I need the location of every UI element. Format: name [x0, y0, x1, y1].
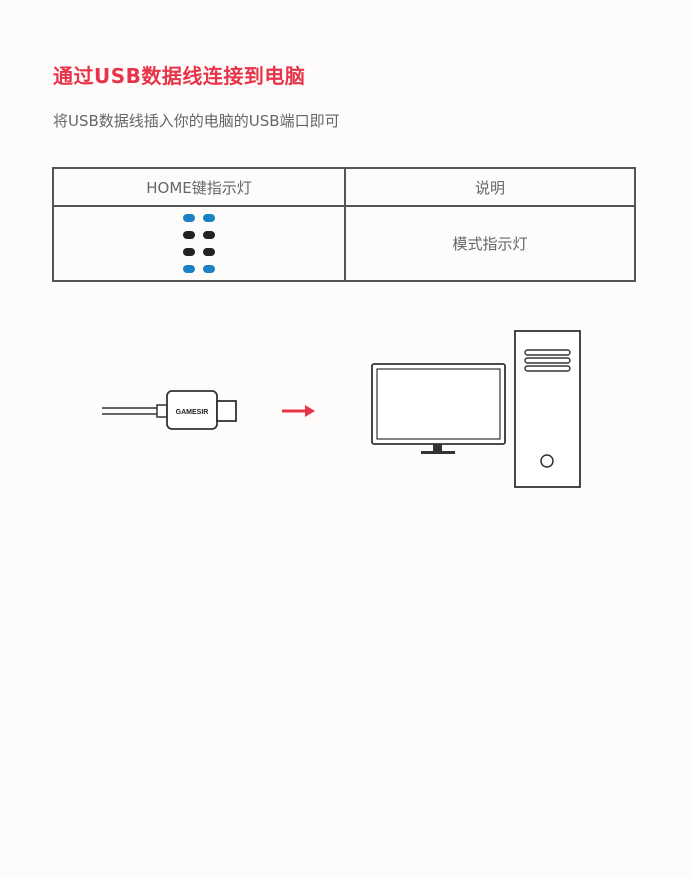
cable-brand-logo: GAMESIR [176, 409, 209, 416]
instruction-text: 将USB数据线插入你的电脑的USB端口即可 [53, 112, 340, 130]
pc-tower-icon [514, 330, 581, 488]
page-title: 通过USB数据线连接到电脑 [53, 64, 306, 88]
description-cell: 模式指示灯 [344, 205, 636, 282]
monitor-icon [371, 363, 506, 454]
table-row: 模式指示灯 [52, 205, 636, 282]
led-dot-black [203, 248, 215, 256]
indicator-table: HOME键指示灯 说明 模式指示灯 [52, 167, 636, 282]
led-dot-black [183, 248, 195, 256]
led-cell [52, 205, 346, 282]
table-header-row: HOME键指示灯 说明 [52, 167, 636, 207]
led-dot-blue [203, 214, 215, 222]
led-dot-black [183, 231, 195, 239]
led-dot-black [203, 231, 215, 239]
led-dot-blue [203, 265, 215, 273]
led-pattern [183, 214, 215, 273]
led-dot-blue [183, 265, 195, 273]
header-description: 说明 [344, 167, 636, 207]
arrow-right-icon [282, 405, 315, 417]
connection-illustration: GAMESIR [102, 330, 581, 488]
header-home-indicator: HOME键指示灯 [52, 167, 346, 207]
usb-cable-icon: GAMESIR [102, 390, 237, 430]
led-dot-blue [183, 214, 195, 222]
